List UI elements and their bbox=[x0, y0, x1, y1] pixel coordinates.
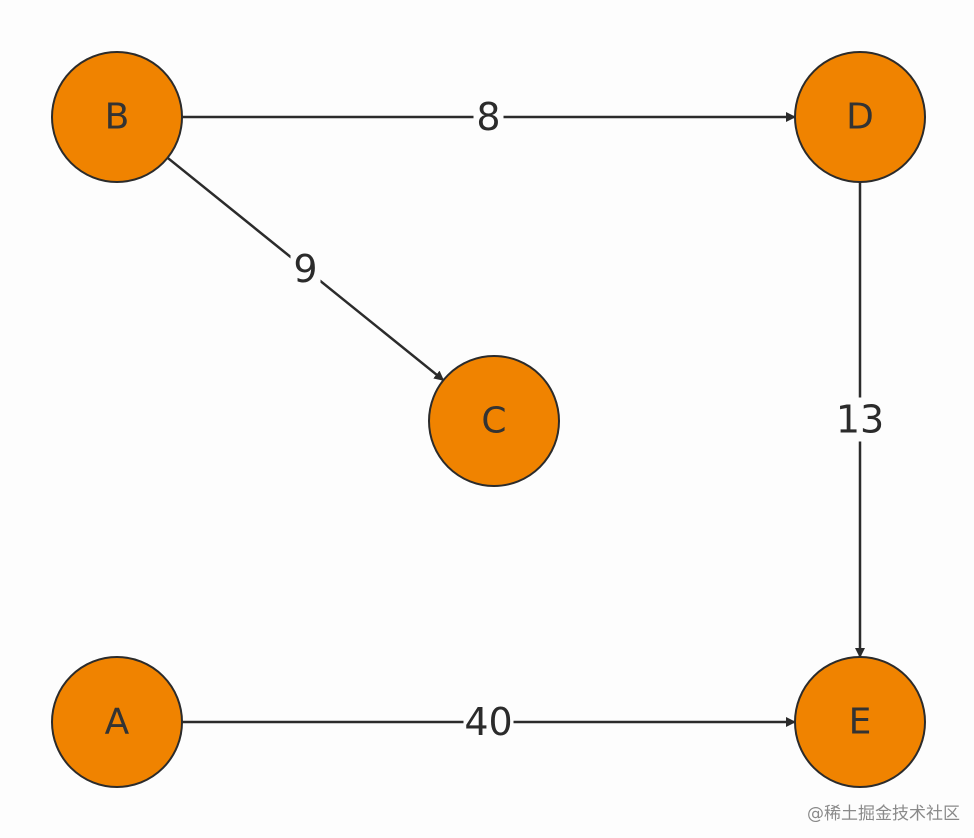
edge-d-e: 13 bbox=[835, 182, 885, 658]
node-label: C bbox=[481, 401, 506, 442]
node-c: C bbox=[428, 355, 560, 487]
node-circle bbox=[51, 656, 183, 788]
node-e: E bbox=[794, 656, 926, 788]
node-a: A bbox=[51, 656, 183, 788]
node-label: E bbox=[849, 702, 872, 743]
watermark-text: @稀土掘金技术社区 bbox=[807, 804, 960, 824]
edge-b-c: 9 bbox=[166, 156, 445, 382]
edge-weight-label: 40 bbox=[464, 700, 512, 744]
edge-label-background bbox=[463, 700, 514, 744]
edge-weight-label: 8 bbox=[476, 95, 500, 139]
node-b: B bbox=[51, 51, 183, 183]
node-circle bbox=[794, 656, 926, 788]
node-d: D bbox=[794, 51, 926, 183]
edge-label-background bbox=[290, 247, 321, 291]
node-label: B bbox=[105, 97, 130, 138]
node-label: D bbox=[846, 97, 874, 138]
edges-layer: 8 9 13 40 bbox=[166, 95, 885, 744]
node-circle bbox=[51, 51, 183, 183]
edge-b-d: 8 bbox=[182, 95, 796, 139]
edge-weight-label: 13 bbox=[836, 398, 884, 442]
node-label: A bbox=[105, 702, 130, 743]
node-circle bbox=[794, 51, 926, 183]
edge-label-background bbox=[473, 95, 504, 139]
edge-weight-label: 9 bbox=[293, 247, 317, 291]
edge-a-e: 40 bbox=[182, 700, 796, 744]
nodes-layer: B D C A E bbox=[51, 51, 926, 788]
node-circle bbox=[428, 355, 560, 487]
edge-label-background bbox=[835, 397, 885, 442]
